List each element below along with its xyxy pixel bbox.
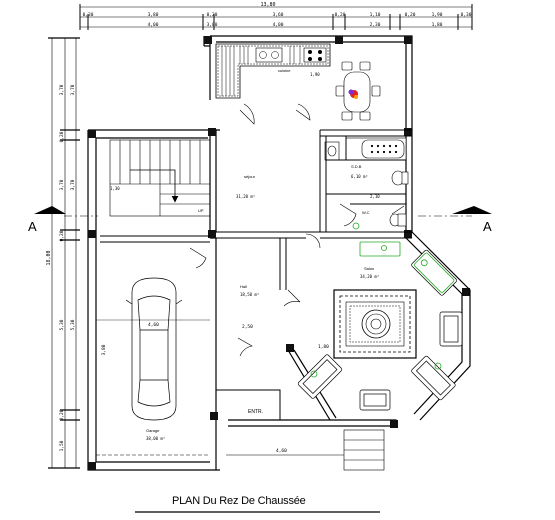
section-marker-left: A (28, 219, 37, 234)
dim-label: 5,30 (70, 319, 76, 330)
dim-label: 0,20 (59, 409, 65, 420)
room-area-cuisine: 1,90 (310, 72, 320, 77)
dim-label: 1,80 (318, 344, 329, 350)
dim-label: 2,10 (370, 194, 380, 199)
top-dimension-lines (79, 4, 473, 30)
dim-label: 3,80 (207, 22, 218, 28)
section-marker-right: A (483, 219, 492, 234)
dim-label: 4,60 (148, 322, 159, 328)
kitchen-counter (215, 43, 331, 99)
left-dim-row: 3,70 0,20 3,70 0,20 5,30 0,20 1,50 3,70 … (59, 84, 76, 451)
dim-label: 5,30 (59, 319, 65, 330)
section-arrow-left (34, 206, 66, 214)
room-label-garage: Garage (146, 428, 160, 433)
dim-label: 0,20 (207, 12, 218, 18)
structural-columns (88, 36, 470, 470)
room-label-hall: Hall (240, 284, 247, 289)
dim-label: 0,30 (83, 12, 94, 18)
dim-label: 0,30 (461, 12, 472, 18)
salon-carpet (333, 289, 417, 359)
entry-steps (226, 429, 385, 471)
room-area-garage: 38,00 m² (146, 436, 165, 441)
dim-label: 3,80 (148, 12, 159, 18)
room-label-entree: ENTR. (248, 409, 263, 415)
plan-title: PLAN Du Rez De Chaussée (172, 495, 306, 507)
dim-label: 1,10 (370, 12, 381, 18)
dim-label: 3,70 (59, 179, 65, 190)
room-label-cuisine: cuisine (278, 68, 291, 73)
room-label-wc: W.C (362, 210, 370, 215)
dim-label: 3,60 (273, 12, 284, 18)
green-furniture-accents (310, 222, 455, 378)
section-arrow-right (452, 206, 492, 214)
dim-overall-height: 18,00 (46, 250, 52, 265)
staircase (109, 139, 211, 217)
bathroom-fixtures (324, 137, 409, 227)
dim-label: 2,50 (242, 324, 253, 330)
dim-label: 2,30 (370, 22, 381, 28)
room-label-sejour: séjour (244, 174, 256, 179)
dim-label: 3,80 (101, 344, 107, 355)
dim-label: 3,70 (70, 84, 76, 95)
room-area-sdb: 6,10 m² (351, 174, 368, 179)
dim-label: 4,00 (273, 22, 284, 28)
room-area-sejour: 31,20 m² (236, 194, 255, 199)
interior-walls (100, 129, 412, 420)
dim-label: 3,70 (70, 179, 76, 190)
door-swings (189, 103, 405, 357)
dim-label: 0,20 (405, 12, 416, 18)
dim-label: 1,80 (432, 22, 443, 28)
top-dim-row1: 0,30 3,80 0,20 3,60 0,20 1,10 0,20 1,90 … (83, 12, 472, 18)
dim-label: 0,20 (59, 230, 65, 241)
dim-label: 4,60 (276, 448, 287, 454)
dim-label: 0,20 (59, 131, 65, 142)
room-area-hall: 18,50 m² (240, 292, 259, 297)
fruit-bowl-icon (348, 89, 358, 99)
car-icon (125, 277, 183, 421)
dim-label: 1,50 (59, 440, 65, 451)
dim-label: 1,30 (110, 186, 120, 191)
dining-table (335, 61, 381, 121)
dim-overall-width: 13,80 (260, 2, 275, 8)
left-dimension-lines (48, 37, 80, 469)
sofas (297, 249, 463, 411)
top-dim-row2: 4,00 3,80 4,00 2,30 1,80 (148, 22, 443, 28)
dim-label: 3,70 (59, 84, 65, 95)
stairs-up-label: UP (198, 208, 204, 213)
dim-label: 1,90 (432, 12, 443, 18)
room-label-salon: Salon (364, 266, 374, 271)
dim-label: 0,20 (335, 12, 346, 18)
room-area-salon: 34,20 m² (360, 274, 379, 279)
dim-label: 4,00 (148, 22, 159, 28)
room-label-sdb: S.D.B (351, 164, 362, 169)
